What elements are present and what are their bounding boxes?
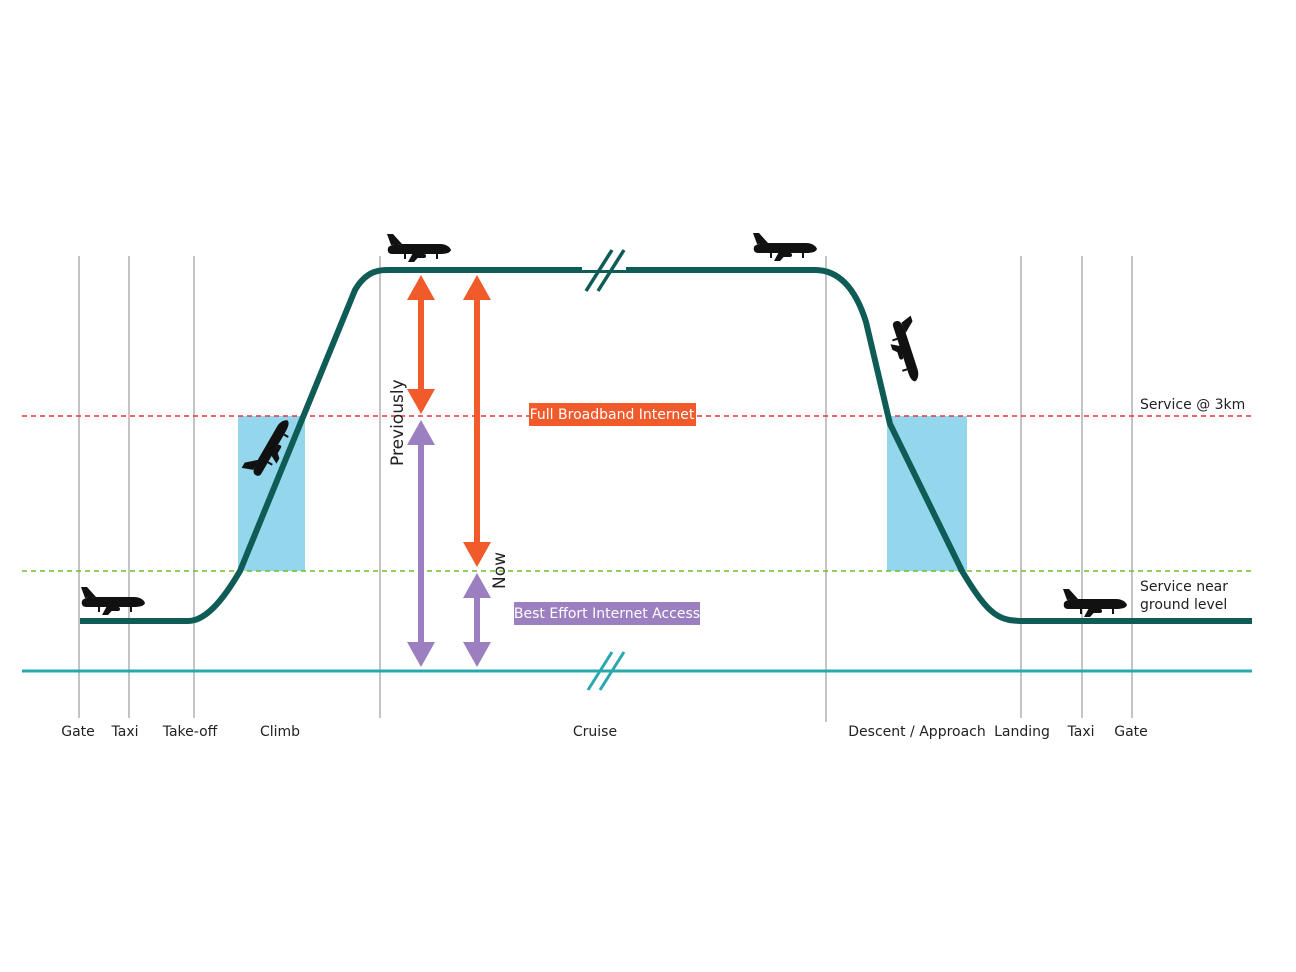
service-ground-label-line2: ground level (1140, 597, 1227, 613)
phase-labels: Gate Taxi Take-off Climb Cruise Descent … (61, 724, 1148, 740)
phase-label-cruise: Cruise (573, 724, 617, 740)
aircraft-icon (1063, 589, 1127, 617)
best-effort-box (514, 602, 700, 625)
phase-label-takeoff: Take-off (162, 724, 218, 740)
phase-label-landing: Landing (994, 724, 1050, 740)
service-3km-label: Service @ 3km (1140, 397, 1245, 413)
aircraft-icon (387, 234, 451, 262)
phase-label-climb: Climb (260, 724, 300, 740)
phase-label-gate: Gate (61, 724, 95, 740)
aircraft-icon (884, 315, 931, 386)
now-label: Now (490, 552, 510, 589)
previously-best-effort-arrow (407, 420, 435, 667)
now-arrows (463, 275, 491, 667)
flight-path (80, 266, 1252, 624)
service-ground-label-line1: Service near (1140, 579, 1228, 595)
axis-break-icon (586, 651, 626, 691)
full-broadband-box (529, 403, 696, 426)
best-effort-label: Best Effort Internet Access (514, 606, 700, 622)
previously-broadband-arrow (407, 275, 435, 414)
now-broadband-arrow (463, 275, 491, 567)
previously-arrows (407, 275, 435, 667)
phase-dividers (78, 256, 1133, 722)
previously-label: Previously (388, 379, 408, 466)
phase-label-taxi: Taxi (111, 724, 139, 740)
phase-label-taxi-2: Taxi (1067, 724, 1095, 740)
aircraft-icon (753, 233, 817, 261)
axis-break-icon (582, 249, 626, 292)
phase-label-gate-2: Gate (1114, 724, 1148, 740)
full-broadband-label: Full Broadband Internet (530, 407, 695, 423)
aircraft-icon (81, 587, 145, 615)
now-best-effort-arrow (463, 573, 491, 667)
phase-label-descent: Descent / Approach (848, 724, 986, 740)
